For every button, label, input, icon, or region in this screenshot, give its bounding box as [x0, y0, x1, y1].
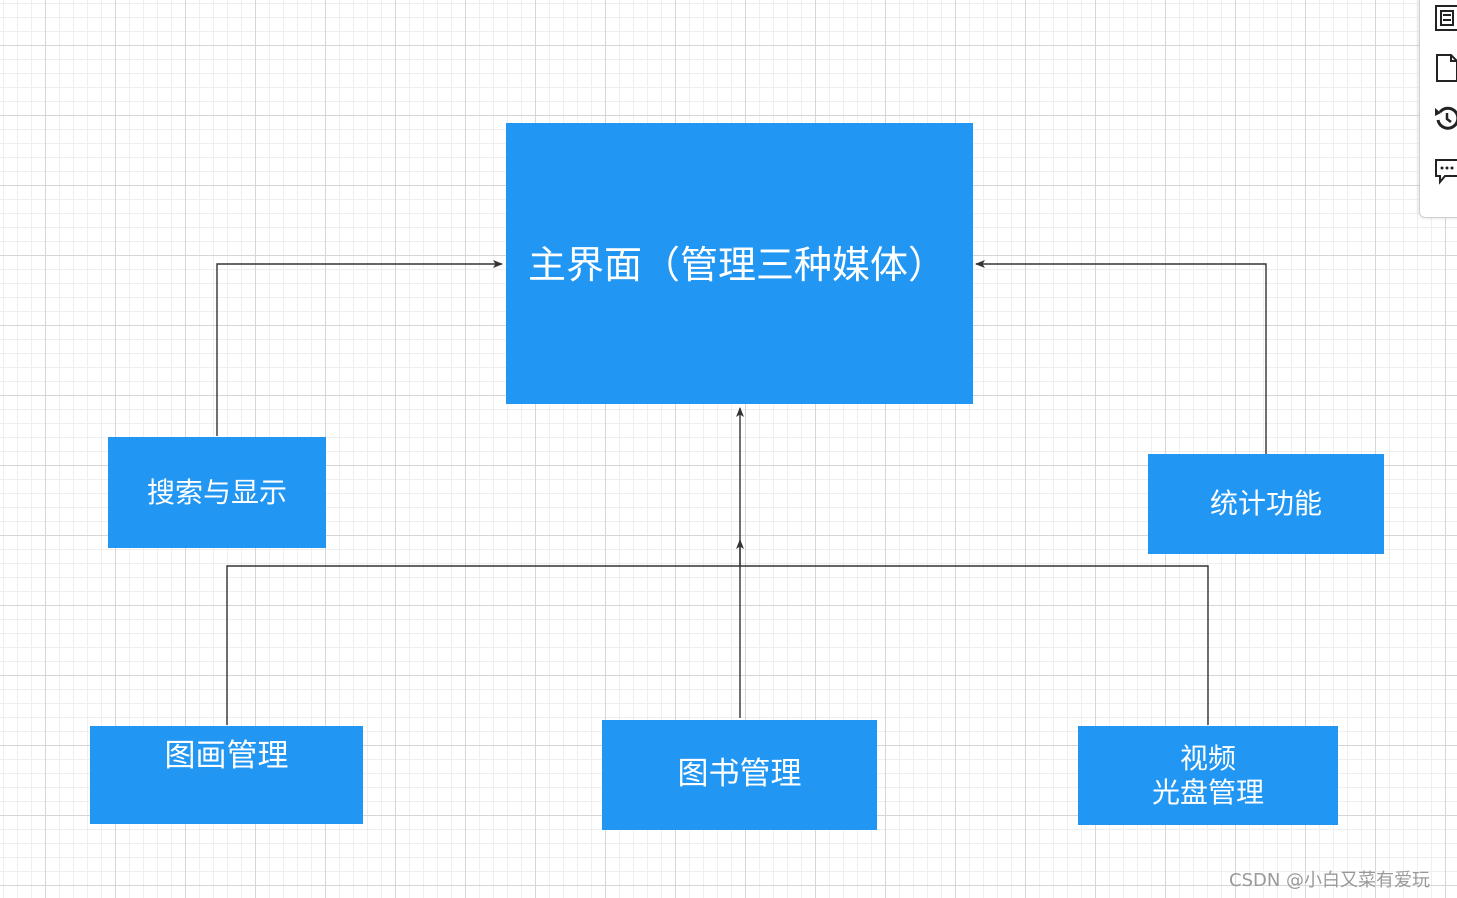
- statistics-label: 统计功能: [1209, 487, 1322, 521]
- connector-video-to-bus[interactable]: [740, 565, 1209, 725]
- video-disc-label-line1: 视频: [1179, 741, 1236, 775]
- watermark: CSDN @小白又菜有爱玩: [1229, 870, 1431, 891]
- video-disc-management-node[interactable]: 视频 光盘管理: [1078, 726, 1338, 825]
- video-disc-label-line2: 光盘管理: [1151, 775, 1264, 809]
- format-panel-icon[interactable]: [1434, 3, 1457, 33]
- history-icon[interactable]: [1434, 103, 1457, 133]
- main-interface-label: 主界面（管理三种媒体）: [528, 243, 947, 287]
- statistics-node[interactable]: 统计功能: [1148, 454, 1384, 554]
- main-interface-node[interactable]: 主界面（管理三种媒体）: [506, 123, 973, 404]
- painting-management-label: 图画管理: [164, 738, 289, 774]
- connector-painting-to-bus[interactable]: [226, 539, 744, 725]
- right-toolbar: [1419, 0, 1457, 218]
- search-display-node[interactable]: 搜索与显示: [108, 437, 326, 548]
- book-management-label: 图书管理: [677, 756, 802, 793]
- painting-management-node[interactable]: 图画管理: [90, 726, 363, 824]
- connector-stats-to-main[interactable]: [975, 260, 1267, 454]
- book-management-node[interactable]: 图书管理: [602, 720, 877, 830]
- connector-search-to-main[interactable]: [216, 260, 503, 436]
- search-display-label: 搜索与显示: [146, 475, 287, 509]
- page-icon[interactable]: [1434, 53, 1457, 83]
- comment-icon[interactable]: [1434, 155, 1457, 185]
